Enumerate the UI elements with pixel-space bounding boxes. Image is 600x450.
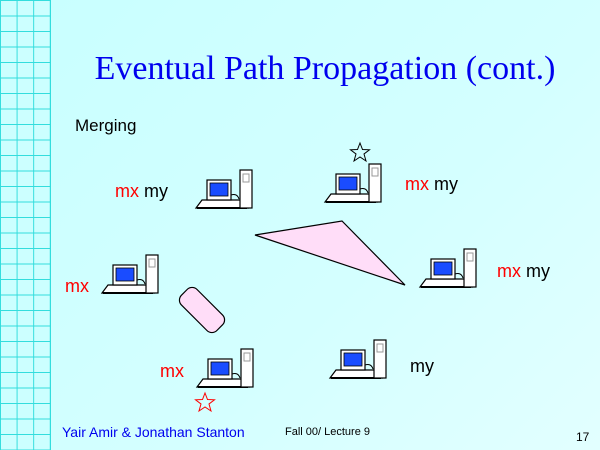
node-label-3: mx <box>65 276 89 297</box>
computer-icon-6 <box>329 339 387 380</box>
footer-authors: Yair Amir & Jonathan Stanton <box>62 424 245 440</box>
mx-label: mx <box>115 181 139 201</box>
footer-course: Fall 00/ Lecture 9 <box>285 426 370 438</box>
node-label-6: my <box>410 356 434 377</box>
my-label: my <box>526 261 551 281</box>
decorative-grid <box>0 0 51 450</box>
node-label-4: mx my <box>497 261 550 282</box>
my-label: my <box>434 174 459 194</box>
node-label-5: mx <box>160 361 184 382</box>
merge-triangle <box>254 220 406 286</box>
mx-label: mx <box>65 276 89 296</box>
my-label: my <box>144 181 169 201</box>
page-number: 17 <box>576 430 590 444</box>
computer-icon-1 <box>195 169 253 210</box>
star-outline-icon <box>349 141 371 163</box>
subtitle: Merging <box>75 116 137 135</box>
mx-label: mx <box>405 174 429 194</box>
slide-title: Eventual Path Propagation (cont.) <box>94 50 556 87</box>
computer-icon-5 <box>196 348 254 389</box>
mx-label: mx <box>497 261 521 281</box>
node-label-1: mx my <box>115 181 168 202</box>
computer-icon-3 <box>101 254 159 295</box>
computer-icon-4 <box>419 248 477 289</box>
node-label-2: mx my <box>405 174 458 195</box>
merge-pill <box>178 286 226 334</box>
star-red-icon <box>194 391 216 413</box>
computer-icon-2 <box>324 163 382 204</box>
my-label: my <box>410 356 434 376</box>
mx-label: mx <box>160 361 184 381</box>
